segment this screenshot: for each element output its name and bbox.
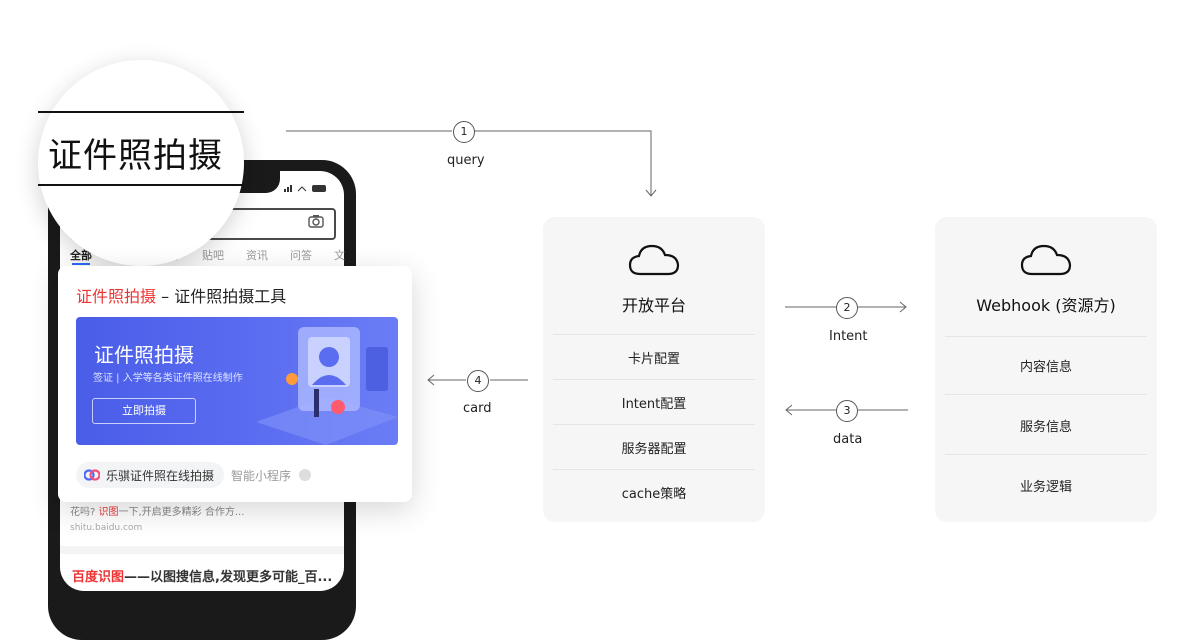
- divider: [553, 469, 755, 470]
- webhook-row-business-logic: 业务逻辑: [1019, 480, 1072, 495]
- webhook-title: Webhook (资源方): [976, 296, 1116, 315]
- tab-tieba[interactable]: 贴吧: [202, 249, 224, 262]
- step-3-label: data: [833, 432, 863, 447]
- camera-icon[interactable]: [308, 214, 324, 228]
- step-2-label: Intent: [829, 329, 868, 344]
- result-url: shitu.baidu.com: [70, 523, 143, 533]
- magnifier-circle: [38, 60, 244, 266]
- step-4-badge: 4: [467, 370, 489, 392]
- tab-news[interactable]: 资讯: [246, 249, 268, 262]
- arrow-1-head: [645, 189, 657, 197]
- open-platform-title: 开放平台: [621, 296, 686, 315]
- open-platform-box: [543, 217, 765, 522]
- magnifier-bottom-line: [38, 184, 244, 186]
- status-bar-icons: [284, 183, 332, 196]
- platform-row-server-config: 服务器配置: [621, 442, 687, 457]
- step-2-badge: 2: [836, 297, 858, 319]
- magnified-query-text: 证件照拍摄: [48, 136, 223, 176]
- divider: [553, 379, 755, 380]
- step-1-label: query: [447, 153, 485, 168]
- chevron-right-icon[interactable]: [299, 469, 311, 481]
- step-1-badge: 1: [453, 121, 475, 143]
- card-title[interactable]: 证件照拍摄 – 证件照拍摄工具: [76, 287, 287, 306]
- cloud-icon: [1020, 244, 1072, 276]
- webhook-box: [935, 217, 1157, 522]
- tab-all[interactable]: 全部: [70, 247, 114, 265]
- mini-program-pill[interactable]: 乐骐证件照在线拍摄: [76, 462, 225, 488]
- result-snippet: 花吗? 识图一下,开启更多精彩 合作方...: [70, 507, 245, 518]
- mini-program-tag: 智能小程序: [231, 469, 292, 483]
- mini-program-logo-icon: [84, 469, 100, 481]
- divider: [553, 334, 755, 335]
- result-separator: [60, 546, 344, 554]
- banner-illustration: [256, 327, 398, 445]
- divider: [945, 394, 1147, 395]
- platform-row-card-config: 卡片配置: [627, 352, 680, 367]
- divider: [945, 336, 1147, 337]
- step-4-label: card: [463, 401, 492, 416]
- divider: [945, 454, 1147, 455]
- arrow-1-line-b: [474, 130, 652, 196]
- arrow-2-head: [899, 301, 907, 313]
- platform-row-cache-strategy: cache策略: [621, 487, 687, 502]
- step-3-badge: 3: [836, 400, 858, 422]
- webhook-row-content-info: 内容信息: [1019, 360, 1072, 375]
- platform-row-intent-config: Intent配置: [621, 397, 687, 412]
- tab-qa[interactable]: 问答: [290, 249, 312, 262]
- banner-subtitle: 签证 | 入学等各类证件照在线制作: [93, 373, 243, 384]
- arrow-4-head: [427, 374, 435, 386]
- divider: [553, 424, 755, 425]
- magnifier-top-line: [38, 111, 244, 113]
- result-title-link[interactable]: 百度识图——以图搜信息,发现更多可能_百...: [72, 570, 333, 585]
- tab-more[interactable]: 文: [334, 249, 345, 262]
- cloud-icon: [628, 244, 680, 276]
- webhook-row-service-info: 服务信息: [1019, 420, 1072, 435]
- banner-title: 证件照拍摄: [94, 343, 194, 367]
- shoot-now-button[interactable]: 立即拍摄: [92, 398, 196, 424]
- arrow-3-head: [785, 404, 793, 416]
- mini-program-name: 乐骐证件照在线拍摄: [106, 468, 215, 483]
